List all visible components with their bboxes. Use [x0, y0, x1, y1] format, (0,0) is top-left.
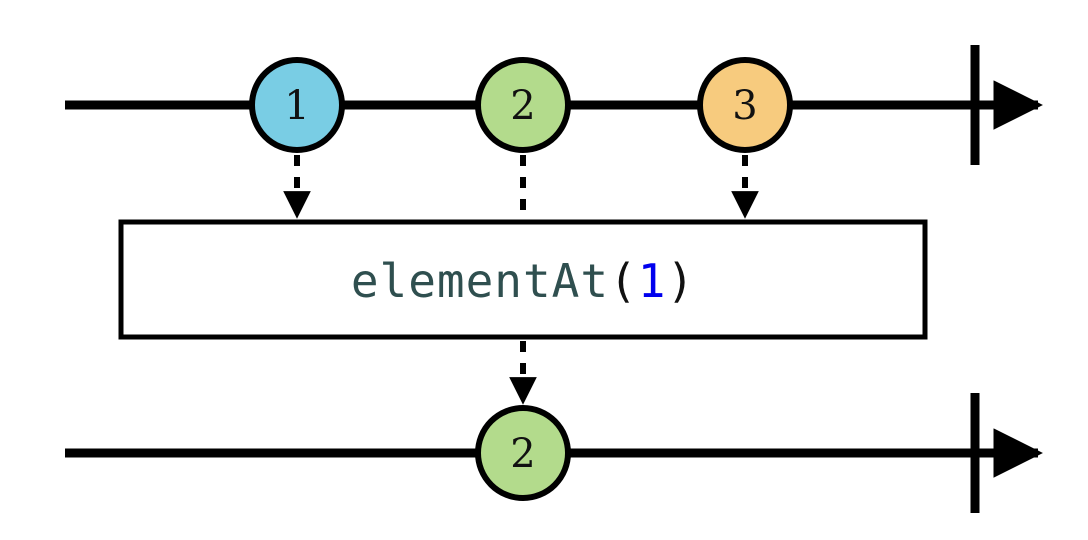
- output-marble-1-label: 2: [510, 431, 535, 477]
- operator-box-group[interactable]: elementAt(1): [118, 219, 928, 340]
- operator-open-paren: (: [609, 254, 638, 308]
- source-marble-1-label: 1: [284, 83, 309, 129]
- source-marble-3[interactable]: 3: [697, 57, 793, 153]
- operator-box-label: elementAt(1): [351, 254, 695, 308]
- source-marble-2[interactable]: 2: [475, 57, 571, 153]
- source-marble-2-label: 2: [510, 83, 535, 129]
- operator-argument-value: 1: [638, 254, 667, 308]
- operator-box-rect[interactable]: [118, 219, 928, 340]
- source-marble-3-circle[interactable]: [697, 57, 793, 153]
- source-marble-3-label: 3: [732, 83, 757, 129]
- source-marble-1-circle[interactable]: [249, 57, 345, 153]
- output-marble-1[interactable]: 2: [475, 405, 571, 501]
- operator-name-text: elementAt: [351, 254, 609, 308]
- source-marble-1[interactable]: 1: [249, 57, 345, 153]
- source-marble-2-circle[interactable]: [475, 57, 571, 153]
- output-marble-1-circle[interactable]: [475, 405, 571, 501]
- operator-close-paren: ): [666, 254, 695, 308]
